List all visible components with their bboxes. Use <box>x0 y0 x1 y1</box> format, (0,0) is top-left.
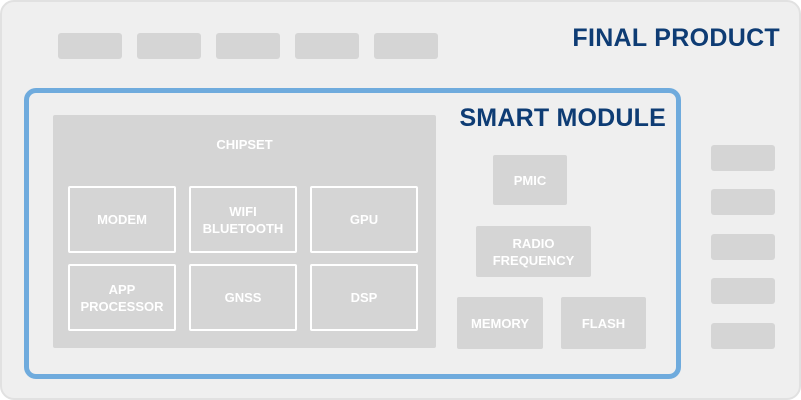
connector-pad <box>137 33 201 59</box>
chipset-cell-gpu: GPU <box>310 186 418 253</box>
connector-pad <box>711 234 775 260</box>
chipset-cell-wifi-bluetooth: WIFI BLUETOOTH <box>189 186 297 253</box>
chipset-cell-dsp: DSP <box>310 264 418 331</box>
final-product-title: FINAL PRODUCT <box>572 24 780 52</box>
smart-module-title: SMART MODULE <box>459 104 666 132</box>
chipset-cell-app-processor: APP PROCESSOR <box>68 264 176 331</box>
connector-pad <box>711 189 775 215</box>
flash-block: FLASH <box>561 297 646 349</box>
connector-pad <box>711 323 775 349</box>
connector-pad <box>58 33 122 59</box>
connector-pad <box>295 33 359 59</box>
chipset-block <box>53 115 436 348</box>
chipset-cell-modem: MODEM <box>68 186 176 253</box>
chipset-title: CHIPSET <box>216 137 273 152</box>
memory-block: MEMORY <box>457 297 543 349</box>
pmic-block: PMIC <box>493 155 567 205</box>
connector-pad <box>711 278 775 304</box>
connector-pad <box>374 33 438 59</box>
connector-pad <box>711 145 775 171</box>
chipset-cell-gnss: GNSS <box>189 264 297 331</box>
radio-frequency-block: RADIO FREQUENCY <box>476 226 591 277</box>
connector-pad <box>216 33 280 59</box>
